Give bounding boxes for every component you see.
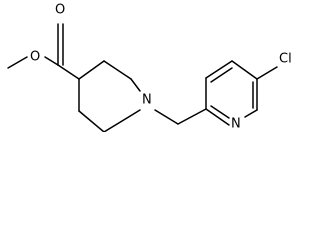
piperidine-bond-5 <box>78 110 105 132</box>
piperidine-bond-3 <box>130 78 141 92</box>
pyridine-bond-6 <box>205 108 230 126</box>
piperidine-ring <box>78 60 141 132</box>
bond-carbonyl-to-ring <box>57 64 80 80</box>
methyl-ester-group <box>7 23 80 80</box>
piperidine-bond-4 <box>103 109 141 132</box>
bond-nitrogen-methylene <box>154 109 179 125</box>
methylene-linker <box>154 108 207 125</box>
carbonyl-oxygen-label: O <box>55 3 65 18</box>
pyridine-bond-5 <box>244 109 258 118</box>
bond-methyl-ester-oxygen <box>7 56 28 69</box>
chlorine-label: Cl <box>279 52 292 67</box>
bond-pyridine-chlorine <box>256 66 278 80</box>
bond-ester-oxygen-carbonyl <box>44 56 59 66</box>
pyridine-nitrogen-label: N <box>231 117 241 132</box>
pyridine-bond-6-inner <box>210 105 230 119</box>
pyridine-bond-2-inner <box>210 67 233 83</box>
atom-labels: O O N N Cl <box>30 3 292 132</box>
chemical-structure: O O N N Cl <box>7 3 292 132</box>
pyridine-bond-3 <box>231 60 258 80</box>
piperidine-nitrogen-label: N <box>142 93 152 108</box>
ester-oxygen-label: O <box>30 50 40 65</box>
pyridine-bond-2 <box>205 60 233 79</box>
piperidine-bond-2 <box>103 60 132 80</box>
pyridine-ring <box>205 60 258 126</box>
bond-methylene-pyridine <box>177 108 207 125</box>
piperidine-bond-1 <box>78 60 105 80</box>
